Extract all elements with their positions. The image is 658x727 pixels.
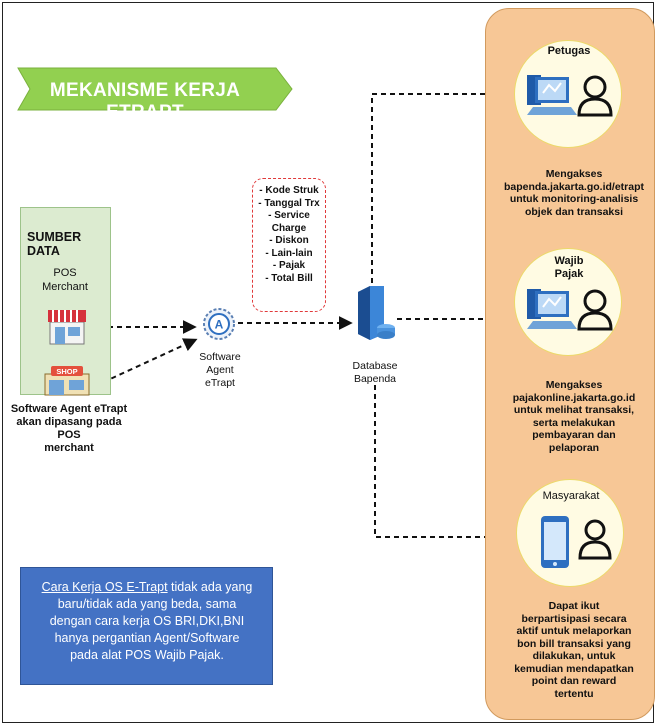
masyarakat-desc-line: aktif untuk melaporkan — [516, 625, 632, 637]
petugas-desc-line: Mengakses — [545, 168, 603, 180]
petugas-description: Mengakses bapenda.jakarta.go.id/etrapt u… — [500, 168, 648, 218]
field-item: Charge — [271, 222, 307, 234]
masyarakat-desc-line: berpartisipasi secara — [521, 612, 627, 625]
banner-title: MEKANISME KERJA ETRAPT — [49, 80, 241, 123]
wajib-pajak-desc-line: untuk melihat transaksi, — [513, 404, 635, 416]
arrow-database-to-petugas — [371, 87, 511, 283]
source-caption-line1: Software Agent eTrapt — [10, 403, 128, 415]
source-data-box: SUMBER DATA POS Merchant SHOP — [20, 207, 111, 396]
pos-merchant-label: POS Merchant — [21, 266, 109, 294]
wajib-pajak-desc-line: pembayaran dan — [532, 429, 616, 441]
masyarakat-desc-line: point dan reward — [531, 675, 617, 687]
masyarakat-label: Masyarakat — [542, 490, 600, 502]
masyarakat-desc-line: kemudian mendapatkan — [514, 662, 634, 675]
wajib-pajak-desc-line: serta melakukan — [532, 416, 616, 429]
petugas-computer-user-icon — [527, 75, 613, 117]
data-fields-box: - Kode Struk - Tanggal Trx - Service Cha… — [252, 178, 326, 312]
agent-icon: A — [203, 308, 235, 340]
masyarakat-desc-line: dilakukan, untuk — [532, 650, 616, 662]
database-caption: Database Bapenda — [340, 360, 410, 386]
agent-icon-letter: A — [215, 318, 224, 332]
title-banner — [17, 67, 293, 111]
masyarakat-desc-line: tertentu — [554, 687, 594, 700]
note-line2: baru/tidak ada yang beda, sama — [57, 597, 237, 611]
wajib-pajak-label: Wajib Pajak — [515, 255, 623, 281]
field-item: - Tanggal Trx — [258, 197, 320, 209]
wajib-pajak-circle: Wajib Pajak — [514, 248, 622, 356]
note-line1: Cara Kerja OS E-Trapt tidak ada yang — [27, 579, 267, 596]
arrow-shop-to-agent — [94, 338, 198, 387]
database-server-icon — [358, 286, 395, 340]
shop-sign-text: SHOP — [56, 367, 77, 376]
wajib-pajak-label-line2: Pajak — [554, 268, 584, 280]
source-caption: Software Agent eTrapt akan dipasang pada… — [8, 403, 130, 455]
note-line1-rest: tidak ada yang — [167, 580, 253, 594]
petugas-desc-line: objek dan transaksi — [524, 205, 624, 218]
wajib-pajak-desc-line: Mengakses — [545, 379, 603, 391]
source-caption-line3: merchant — [44, 442, 94, 454]
database-line2: Bapenda — [353, 373, 397, 385]
note-link[interactable]: Cara Kerja OS E-Trapt — [41, 580, 168, 594]
masyarakat-desc-line: Dapat ikut — [548, 600, 600, 612]
wajib-pajak-computer-user-icon — [527, 289, 613, 331]
source-caption-line2: akan dipasang pada POS — [16, 416, 122, 441]
note-text: Cara Kerja OS E-Trapt tidak ada yang bar… — [27, 579, 267, 664]
agent-line1: Software — [199, 351, 241, 363]
shop-icon: SHOP — [44, 366, 90, 396]
source-title: SUMBER DATA — [27, 230, 82, 258]
merchant-label: Merchant — [42, 281, 88, 293]
petugas-desc-line: bapenda.jakarta.go.id/etrapt — [503, 180, 645, 193]
petugas-desc-line: untuk monitoring-analisis — [509, 193, 639, 205]
masyarakat-description: Dapat ikut berpartisipasi secara aktif u… — [500, 600, 648, 700]
petugas-label: Petugas — [547, 45, 591, 57]
note-line4: hanya pergantian Agent/Software — [54, 631, 240, 645]
wajib-pajak-desc-line: pelaporan — [548, 441, 600, 454]
masyarakat-circle: Masyarakat — [516, 479, 624, 587]
wajib-pajak-desc-line: pajakonline.jakarta.go.id — [512, 391, 636, 404]
store-icon — [48, 310, 86, 345]
wajib-pajak-label-line1: Wajib — [554, 255, 584, 267]
masyarakat-desc-line: bon bill transaksi yang — [517, 637, 631, 650]
agent-caption: Software Agent eTrapt — [190, 351, 250, 390]
database-line1: Database — [352, 360, 398, 372]
field-item: - Service — [268, 210, 310, 221]
field-item: - Diskon — [269, 235, 309, 246]
field-item: - Total Bill — [265, 272, 313, 284]
note-line3: dengan cara kerja OS BRI,DKI,BNI — [49, 614, 245, 628]
pos-label: POS — [53, 267, 77, 279]
note-box: Cara Kerja OS E-Trapt tidak ada yang bar… — [20, 567, 273, 685]
agent-line2: Agent — [206, 364, 234, 376]
field-item: - Pajak — [272, 260, 306, 271]
masyarakat-phone-user-icon — [541, 516, 612, 568]
field-item: - Lain-lain — [265, 247, 313, 259]
field-item: - Kode Struk — [259, 185, 319, 196]
wajib-pajak-description: Mengakses pajakonline.jakarta.go.id untu… — [500, 379, 648, 454]
note-line5: pada alat POS Wajib Pajak. — [70, 648, 224, 662]
petugas-circle: Petugas — [514, 40, 622, 148]
data-fields-list: - Kode Struk - Tanggal Trx - Service Cha… — [253, 185, 325, 285]
agent-line3: eTrapt — [205, 377, 235, 389]
